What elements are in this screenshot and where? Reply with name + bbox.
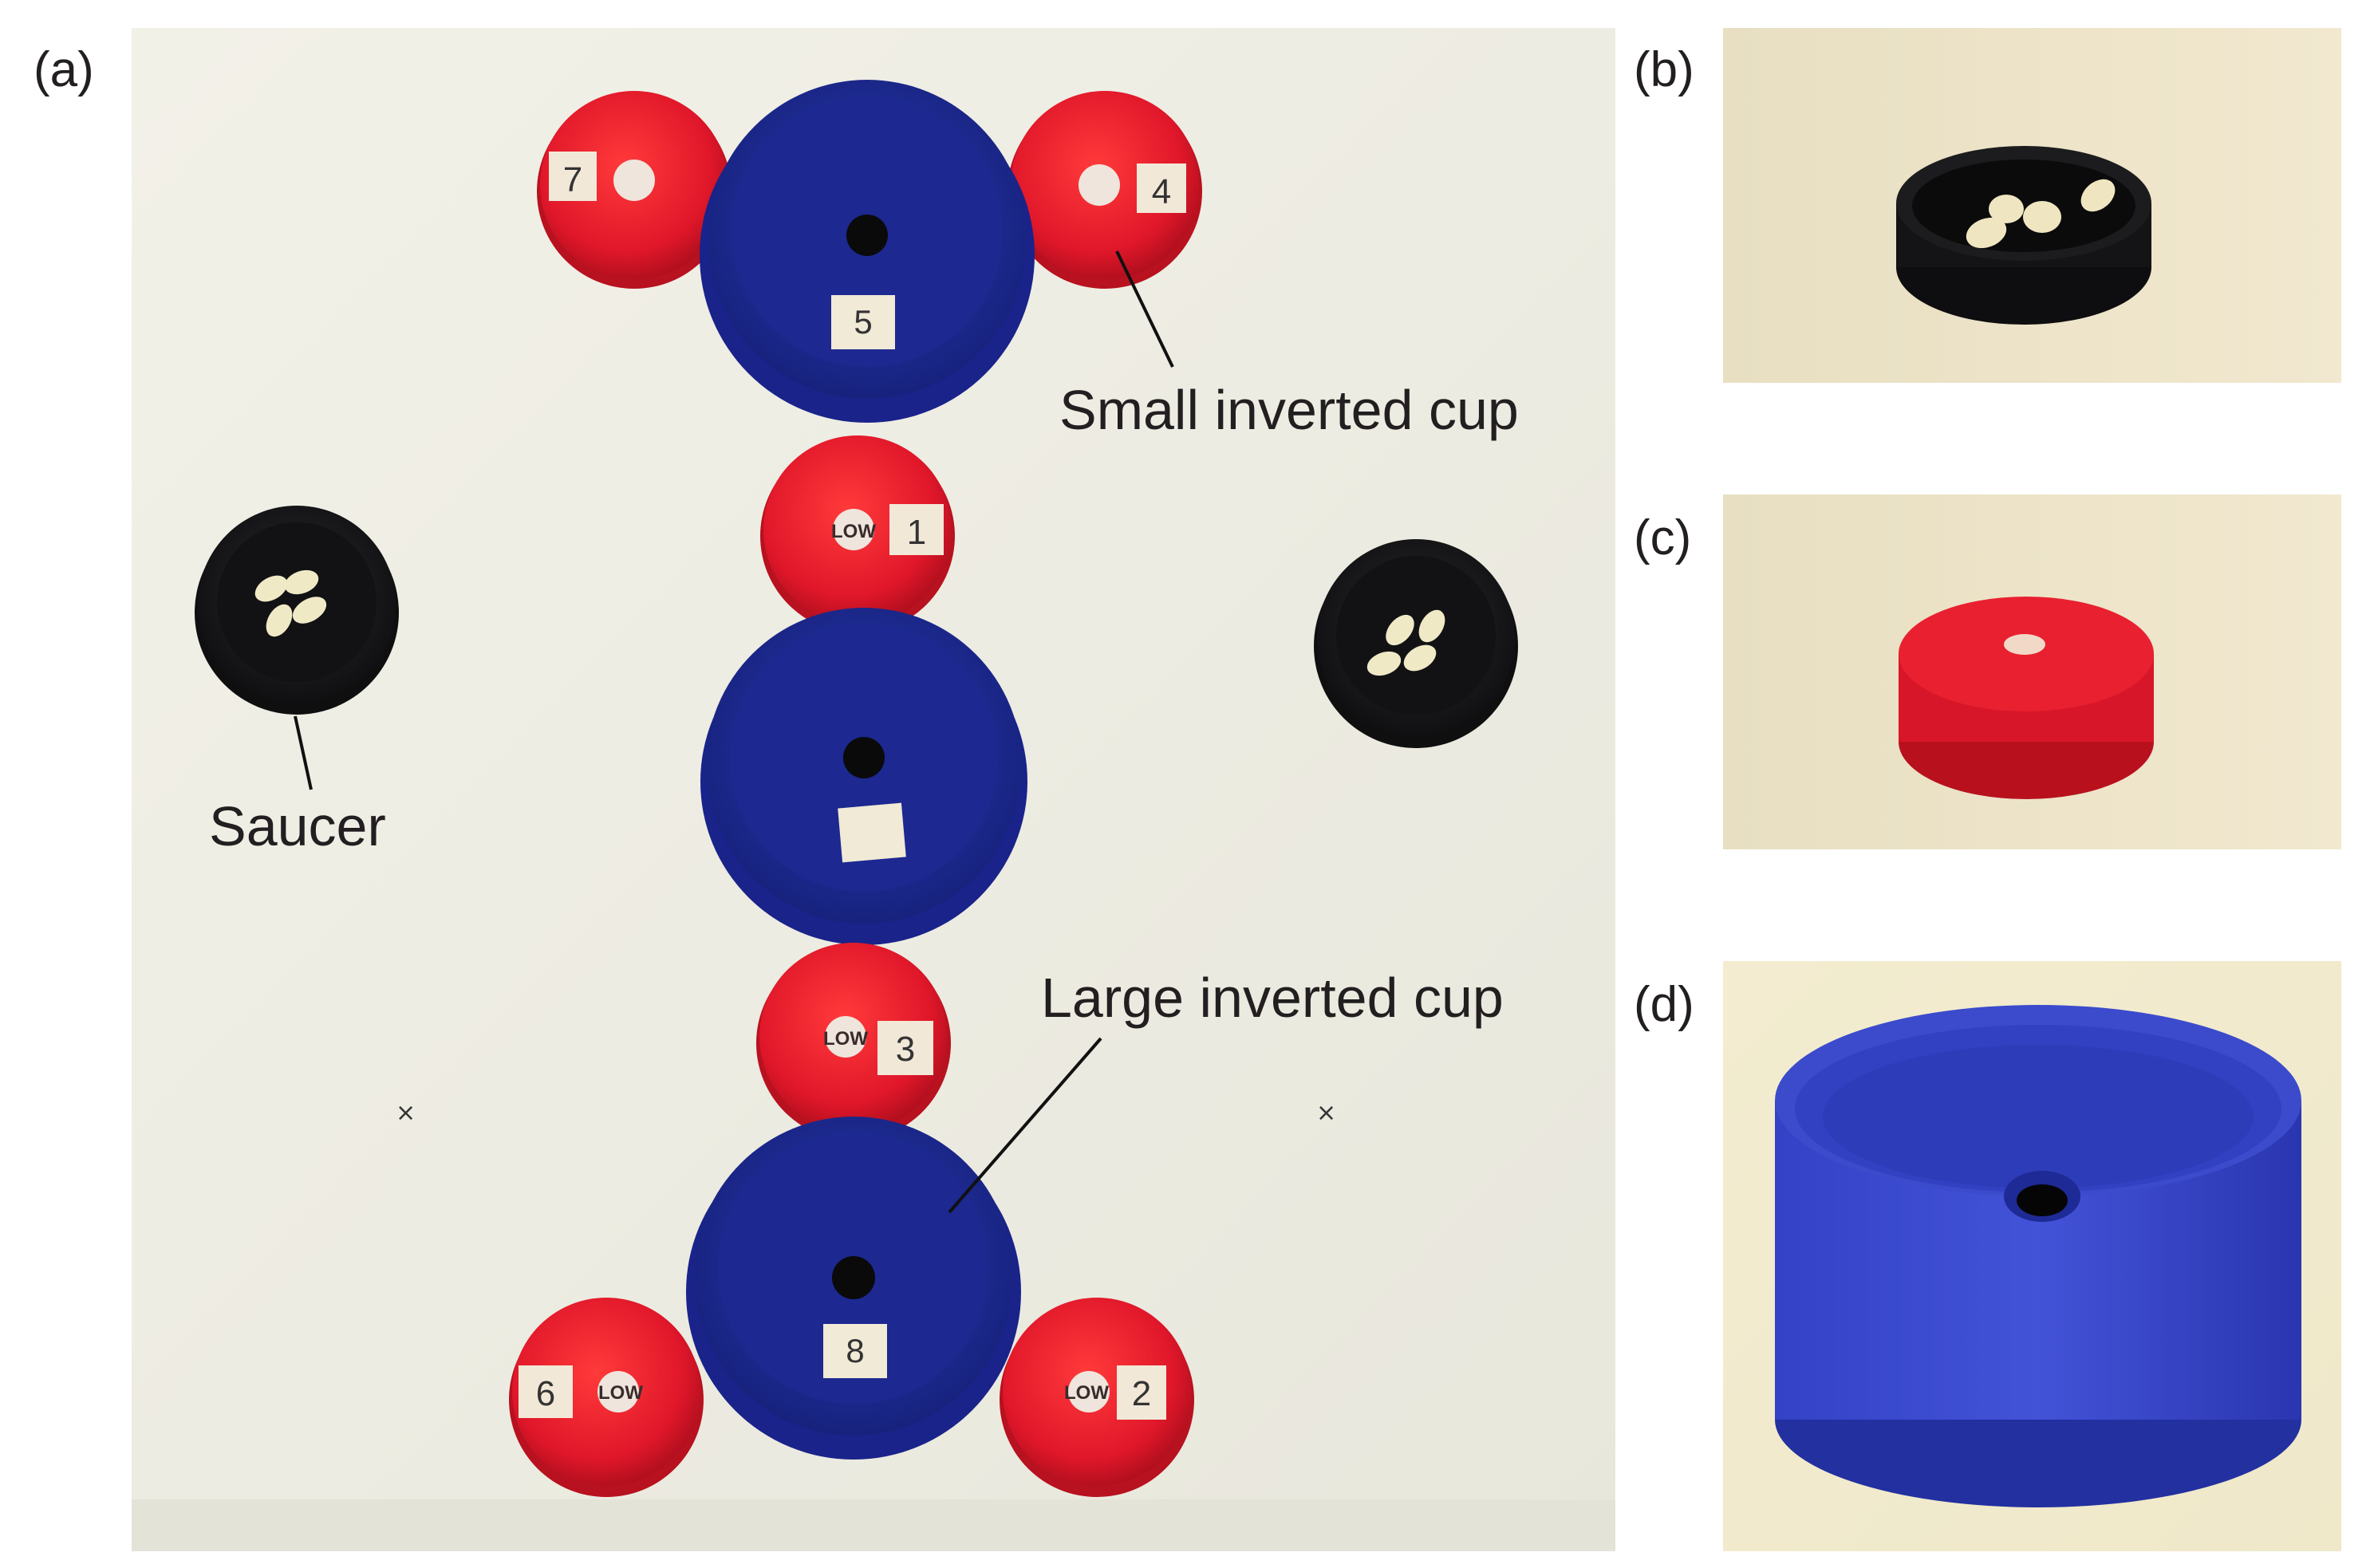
panel-c-label: (c) [1634,510,1691,565]
saucer-right [1314,539,1518,748]
cross-mark-left: × [396,1099,416,1127]
svg-text:1: 1 [907,513,926,552]
blue-cup-8: 8 [686,1117,1021,1460]
blue-cup-5: 5 [700,80,1035,423]
svg-text:6: 6 [536,1374,555,1413]
svg-text:5: 5 [854,303,872,341]
callout-large-cup: Large inverted cup [1041,967,1504,1029]
svg-text:LOW: LOW [831,521,876,542]
red-cup-7: 7 [537,91,732,289]
blue-cup-middle [700,608,1027,945]
callout-saucer: Saucer [209,795,386,857]
callout-line-saucer [294,715,313,790]
panel-a-label: (a) [34,42,94,97]
callout-line-large-cup [948,1037,1102,1214]
svg-text:7: 7 [563,160,582,199]
svg-text:LOW: LOW [823,1028,868,1050]
red-cup-4: 4 [1008,91,1202,289]
svg-text:8: 8 [846,1332,864,1369]
svg-text:2: 2 [1132,1374,1151,1413]
red-cup-6: LOW 6 [509,1298,704,1497]
panel-b-label: (b) [1634,42,1694,97]
svg-text:LOW: LOW [598,1382,643,1404]
svg-text:4: 4 [1152,172,1171,211]
cross-mark-right: × [1316,1099,1336,1127]
beans-b [1966,179,2116,249]
panel-d-label: (d) [1634,977,1694,1032]
panel-d-photo [1723,961,2341,1551]
red-cup-1: LOW 1 [760,435,955,633]
saucer-left [195,506,399,715]
svg-text:LOW: LOW [1064,1382,1109,1404]
beans-right [1366,609,1445,676]
red-cup-3: LOW 3 [756,943,951,1141]
red-cup-2: LOW 2 [1000,1298,1194,1497]
callout-small-cup: Small inverted cup [1059,379,1519,441]
panel-c-photo [1723,494,2341,849]
svg-text:3: 3 [896,1030,915,1069]
callout-line-small-cup [1115,250,1174,368]
panel-b-photo [1723,28,2341,383]
beans-left [254,569,327,637]
panel-a-photo: × × 7 4 5 [132,28,1615,1551]
